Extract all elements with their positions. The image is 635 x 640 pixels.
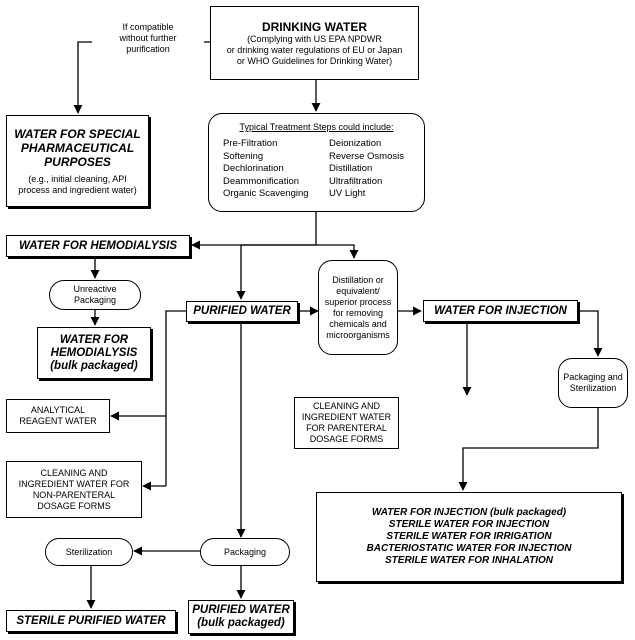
special-purposes-title: PHARMACEUTICAL: [20, 140, 135, 155]
unreactive-packaging-box: Unreactive Packaging: [49, 280, 141, 310]
water-for-injection-box: WATER FOR INJECTION: [423, 300, 578, 322]
treatment-step: Distillation: [329, 163, 373, 174]
analytical-reagent-box: ANALYTICAL REAGENT WATER: [6, 399, 110, 433]
arrow-to-packaging-sterilization: [578, 310, 603, 357]
treatment-step: UV Light: [329, 188, 366, 199]
arrow-to-wfi-products: [458, 408, 599, 491]
treatment-heading: Typical Treatment Steps could include:: [239, 122, 394, 132]
compatible-note-line: purification: [126, 44, 170, 54]
arrow-to-distillation: [316, 244, 359, 259]
special-purposes-note: (e.g., initial cleaning, API: [28, 173, 127, 184]
distillation-line: chemicals and: [329, 318, 387, 329]
packaging-sterilization-label: Packaging and: [563, 372, 623, 382]
cleaning-nonparenteral-label: NON-PARENTERAL: [32, 489, 116, 500]
cleaning-parenteral-label: CLEANING AND: [312, 401, 381, 411]
purified-water-box: PURIFIED WATER: [186, 301, 298, 322]
compatible-note-line: without further: [119, 33, 177, 43]
distillation-line: equivalent/: [336, 285, 380, 296]
wfi-product: WATER FOR INJECTION (bulk packaged): [371, 507, 567, 518]
treatment-step: Deammonification: [223, 175, 300, 187]
sterilization-label: Sterilization: [65, 546, 113, 557]
hemodialysis-bulk-subtitle: (bulk packaged): [50, 359, 138, 372]
analytical-reagent-label: ANALYTICAL: [30, 405, 86, 415]
special-purposes-title: WATER FOR SPECIAL: [14, 126, 141, 141]
wfi-product: STERILE WATER FOR INHALATION: [385, 555, 553, 566]
treatment-step: Softening: [223, 150, 264, 162]
hemodialysis-bulk-title: HEMODIALYSIS: [50, 346, 138, 359]
cleaning-nonparenteral-label: INGREDIENT WATER FOR: [18, 478, 130, 489]
cleaning-parenteral-label: INGREDIENT WATER: [301, 412, 392, 422]
treatment-left-column: Pre-Filtration Softening Dechlorination …: [223, 138, 309, 201]
sterile-purified-title: STERILE PURIFIED WATER: [16, 614, 166, 627]
wfi-product: BACTERIOSTATIC WATER FOR INJECTION: [366, 543, 572, 554]
cleaning-nonparenteral-label: CLEANING AND: [40, 467, 108, 478]
hemodialysis-box: WATER FOR HEMODIALYSIS: [6, 235, 190, 257]
special-purposes-box: WATER FOR SPECIAL PHARMACEUTICAL PURPOSE…: [6, 115, 149, 207]
hemodialysis-bulk-title: WATER FOR: [59, 333, 129, 346]
purified-water-title: PURIFIED WATER: [193, 305, 291, 317]
unreactive-packaging-label: Unreactive: [73, 284, 117, 294]
cleaning-parenteral-label: DOSAGE FORMS: [309, 434, 384, 444]
drinking-water-line: (Complying with US EPA NPDWR: [247, 33, 382, 44]
special-purposes-note: process and ingredient water): [18, 184, 137, 195]
compatible-note-line: If compatible: [122, 22, 174, 32]
treatment-right-column: Deionization Reverse Osmosis Distillatio…: [329, 138, 404, 201]
analytical-reagent-label: REAGENT WATER: [19, 416, 97, 426]
distillation-box: Distillation or equivalent/ superior pro…: [318, 260, 398, 355]
special-purposes-title: PURPOSES: [44, 154, 111, 169]
distillation-line: microorganisms: [326, 329, 390, 340]
purified-bulk-box: PURIFIED WATER (bulk packaged): [188, 600, 294, 634]
packaging-sterilization-box: Packaging and Sterilization: [558, 358, 628, 408]
cleaning-nonparenteral-label: DOSAGE FORMS: [37, 500, 111, 511]
hemodialysis-bulk-box: WATER FOR HEMODIALYSIS (bulk packaged): [37, 327, 151, 379]
treatment-step: Dechlorination: [223, 163, 284, 174]
packaging-box: Packaging: [200, 538, 290, 566]
unreactive-packaging-label: Packaging: [73, 295, 117, 305]
packaging-label: Packaging: [223, 546, 267, 557]
purified-bulk-title: PURIFIED WATER: [192, 604, 290, 616]
packaging-sterilization-label: Sterilization: [569, 383, 617, 393]
treatment-steps-box: Typical Treatment Steps could include: P…: [208, 113, 425, 212]
wfi-product: STERILE WATER FOR INJECTION: [388, 519, 550, 530]
hemodialysis-title: WATER FOR HEMODIALYSIS: [18, 239, 178, 252]
treatment-step: Ultrafiltration: [329, 175, 383, 187]
cleaning-parenteral-label: FOR PARENTERAL: [306, 423, 387, 433]
distillation-line: Distillation or: [332, 274, 384, 285]
drinking-water-line: or WHO Guidelines for Drinking Water): [236, 55, 393, 66]
drinking-water-line: or drinking water regulations of EU or J…: [226, 44, 403, 55]
treatment-step: Reverse Osmosis: [329, 150, 404, 162]
cleaning-nonparenteral-box: CLEANING AND INGREDIENT WATER FOR NON-PA…: [6, 461, 142, 518]
sterile-purified-box: STERILE PURIFIED WATER: [6, 610, 176, 632]
cleaning-parenteral-box: CLEANING AND INGREDIENT WATER FOR PARENT…: [294, 397, 399, 449]
treatment-step: Deionization: [329, 138, 382, 149]
distillation-line: superior process: [324, 296, 392, 307]
distillation-line: for removing: [332, 307, 384, 318]
wfi-products-box: WATER FOR INJECTION (bulk packaged) STER…: [316, 492, 622, 582]
sterilization-box: Sterilization: [45, 538, 133, 566]
drinking-water-box: DRINKING WATER (Complying with US EPA NP…: [210, 6, 419, 80]
water-for-injection-title: WATER FOR INJECTION: [434, 304, 567, 317]
treatment-step: Organic Scavenging: [223, 188, 309, 199]
treatment-step: Pre-Filtration: [223, 138, 278, 149]
left-branch-line: [165, 310, 186, 486]
purified-bulk-subtitle: (bulk packaged): [197, 617, 285, 629]
compatible-note: If compatible without further purificati…: [92, 22, 204, 55]
wfi-product: STERILE WATER FOR IRRIGATION: [386, 531, 552, 542]
drinking-water-title: DRINKING WATER: [261, 19, 368, 34]
arrow-to-purified: [236, 244, 316, 300]
